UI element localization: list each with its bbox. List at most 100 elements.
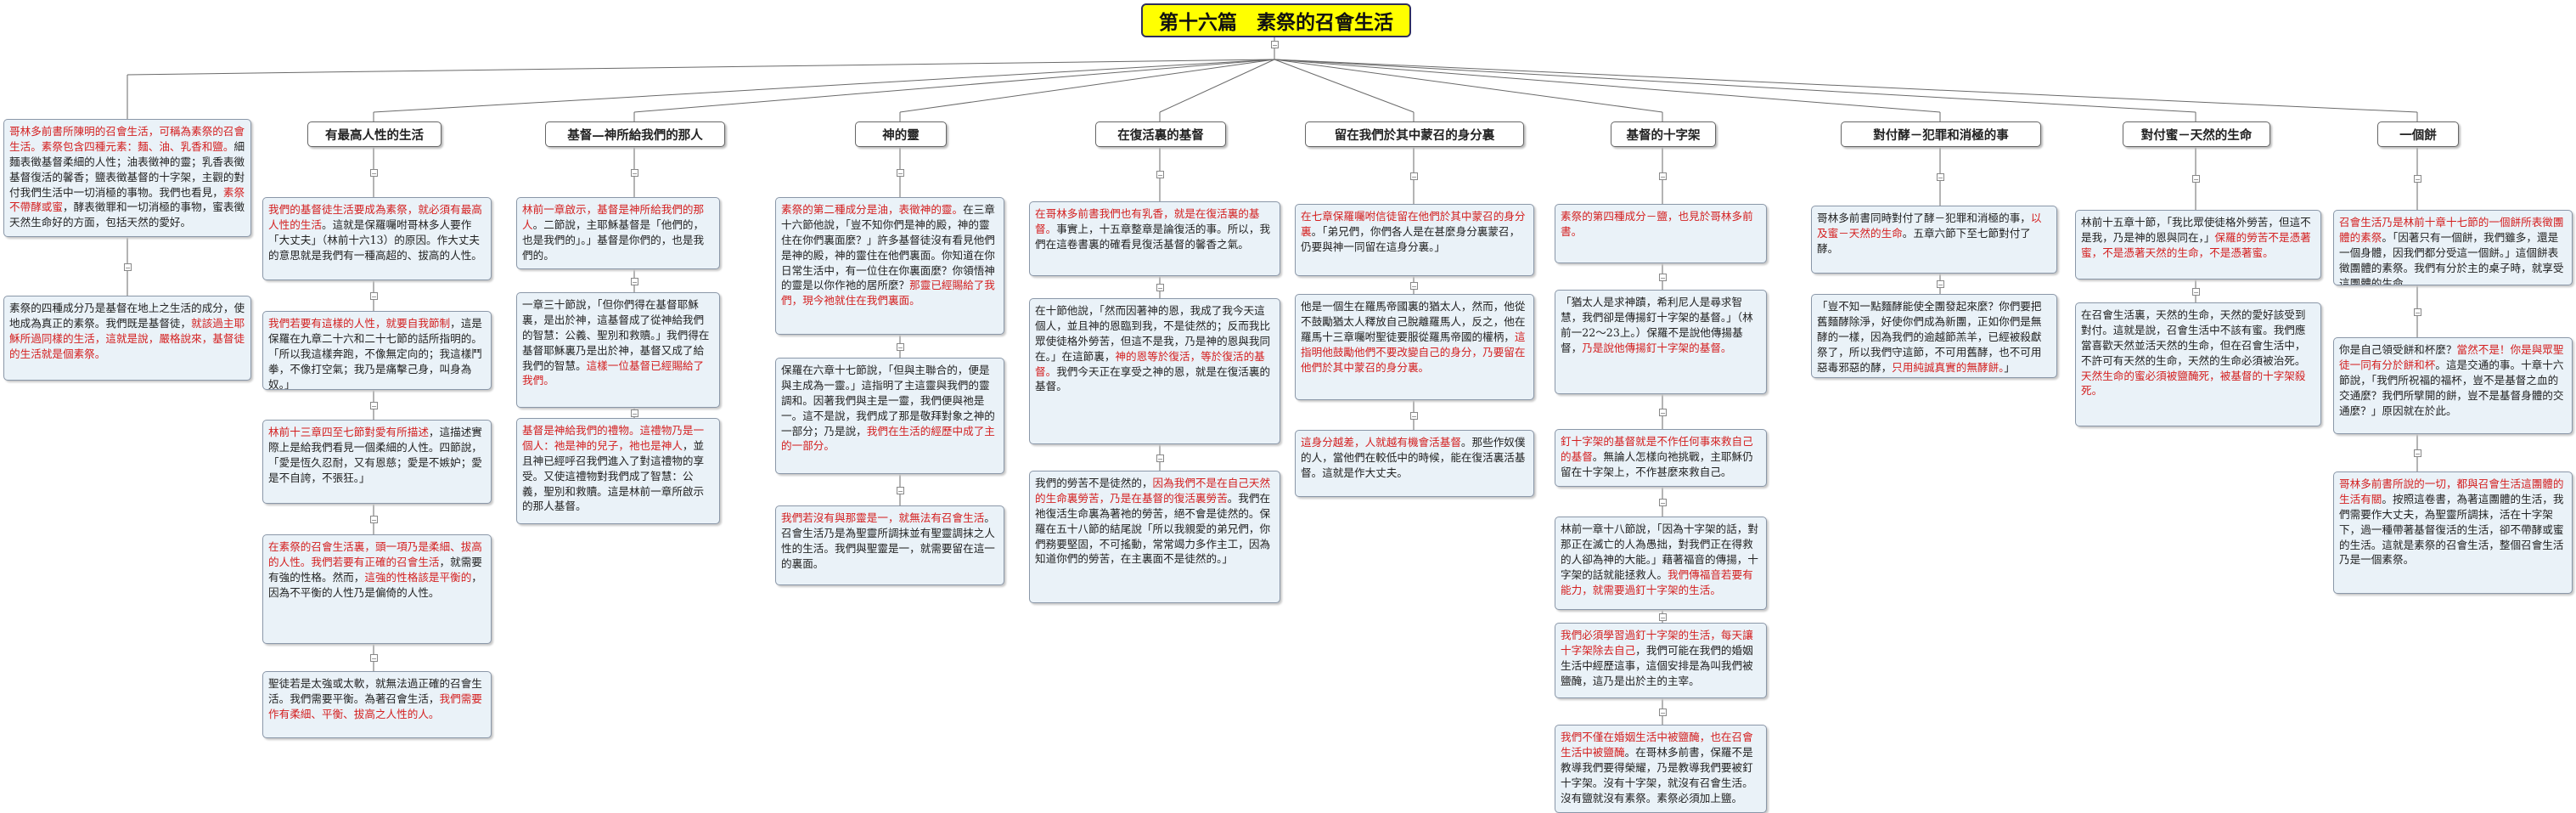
note-box[interactable]: 在素祭的召會生活裏，頭一項乃是柔細、拔高的人性。我們若要有正確的召會生活，就需要… [262, 534, 492, 644]
collapse-toggle-icon[interactable]: − [631, 168, 638, 178]
body-text: 在三章十六節他說，「豈不知你們是神的殿，神的靈住在你們裏面麼？」許多基督徒沒有看… [781, 203, 995, 292]
collapse-toggle-icon[interactable]: − [1410, 172, 1418, 181]
collapse-toggle-icon[interactable]: − [1659, 273, 1667, 282]
highlight-text: 哥林多前書所陳明的召會生活，可稱為素祭的召會生活。素祭包含四種元素：麵、油、乳香… [9, 125, 245, 153]
collapse-toggle-icon[interactable]: − [631, 409, 638, 418]
collapse-toggle-icon[interactable]: − [1156, 171, 1164, 179]
branch-heading-b4[interactable]: 在復活裏的基督 [1095, 121, 1226, 147]
highlight-text: 這強的性格該是平衡的 [364, 570, 472, 584]
branch-heading-b9[interactable]: 一個餅 [2377, 121, 2459, 147]
collapse-toggle-icon[interactable]: − [1410, 281, 1418, 291]
collapse-toggle-icon[interactable]: − [370, 168, 378, 178]
body-text: 。二節說，主耶穌基督是「他們的，也是我們的」。」基督是你們的，也是我們的。 [522, 217, 705, 262]
note-box[interactable]: 基督是神給我們的禮物。這禮物乃是一個人：祂是神的兒子，祂也是神人，並且神已經呼召… [516, 418, 720, 524]
note-box[interactable]: 聖徒若是太強或太軟，就無法過正確的召會生活。我們需要平衡。為著召會生活，我們需要… [262, 671, 492, 738]
note-box[interactable]: 林前一章啟示，基督是神所給我們的那人。二節說，主耶穌基督是「他們的，也是我們的」… [516, 197, 720, 269]
connector-line [373, 59, 1275, 113]
highlight-text: 那靈已經賜給了我們，現今祂就住在我們裏面。 [781, 279, 995, 308]
highlight-text: 我們傳福音若要有能力，就需要過釘十字架的生活。 [1561, 567, 1753, 596]
collapse-toggle-icon[interactable]: − [2414, 308, 2421, 317]
collapse-toggle-icon[interactable]: − [1937, 280, 1944, 289]
collapse-toggle-icon[interactable]: − [1659, 613, 1667, 622]
note-box[interactable]: 我們若沒有與那靈是一，就無法有召會生活。召會生活乃是為聖靈所調抹並有聖靈調抹之人… [775, 505, 1004, 585]
collapse-toggle-icon[interactable]: − [631, 277, 638, 286]
note-box[interactable]: 保羅在六章十七節說，「但與主聯合的，便是與主成為一靈。」這指明了主這靈與我們的靈… [775, 358, 1004, 474]
highlight-text: 在哥林多前書我們也有乳香，就是在復活裏的基督。 [1035, 207, 1260, 235]
highlight-text: 以及蜜－天然的生命 [1817, 212, 2042, 240]
highlight-text: 在素祭的召會生活裏，頭一項乃是柔細、拔高的人性。我們若要有正確的召會生活 [268, 540, 482, 568]
highlight-text: 當然不是！你是與眾聖徒一同有分於餅和杯 [2339, 343, 2564, 371]
note-box[interactable]: 素祭的第二種成分是油，表徵神的靈。在三章十六節他說，「豈不知你們是神的殿，神的靈… [775, 197, 1004, 335]
note-box[interactable]: 哥林多前書所說的一切，都與召會生活這團體的生活有關。按照這卷書，為著這團體的生活… [2333, 471, 2573, 594]
highlight-text: 我們若要有這樣的人性，就要自我節制 [268, 317, 451, 330]
collapse-toggle-icon[interactable]: − [370, 516, 378, 524]
collapse-toggle-icon[interactable]: − [897, 342, 904, 352]
highlight-text: 這身分越差，人就越有機會活基督 [1301, 436, 1461, 449]
collapse-toggle-icon[interactable]: − [1156, 454, 1164, 463]
collapse-toggle-icon[interactable]: − [370, 401, 378, 410]
note-box[interactable]: 林前一章十八節說，「因為十字架的話，對那正在滅亡的人為愚拙，對我們正在得救的人卻… [1555, 517, 1767, 610]
connector-line [899, 59, 1275, 113]
note-box[interactable]: 哥林多前書同時對付了酵－犯罪和消極的事，以及蜜－天然的生命。五章六節下至七節對付… [1811, 206, 2057, 274]
note-box[interactable]: 在哥林多前書我們也有乳香，就是在復活裏的基督。事實上，十五章整章是論復活的事。所… [1029, 201, 1280, 276]
highlight-text: 哥林多前書所說的一切，都與召會生活這團體的生活有關 [2339, 477, 2564, 505]
note-box[interactable]: 在十節他說，「然而因著神的恩，我成了我今天這個人，並且神的恩臨到我，不是徒然的；… [1029, 298, 1280, 444]
collapse-toggle-icon[interactable]: − [1659, 708, 1667, 717]
body-text: 林前十五章十節，「我比眾使徒格外勞苦，但這不是我，乃是神的恩與同在，」 [2081, 216, 2311, 244]
note-box[interactable]: 我們必須學習過釘十字架的生活，每天讓十字架除去自己，我們可能在我們的婚姻生活中經… [1555, 623, 1767, 698]
collapse-toggle-icon[interactable]: − [2192, 287, 2200, 296]
note-box[interactable]: 釘十字架的基督就是不作任何事來救自己的基督。無論人怎樣向祂挑戰，主耶穌仍留在十字… [1555, 429, 1767, 487]
collapse-toggle-icon[interactable]: − [370, 654, 378, 663]
note-box[interactable]: 召會生活乃是林前十章十七節的一個餅所表徵團體的素祭。「因著只有一個餅，我們雖多，… [2333, 210, 2573, 285]
collapse-toggle-icon[interactable]: − [370, 292, 378, 301]
collapse-toggle-icon[interactable]: − [1410, 411, 1418, 421]
note-box[interactable]: 他是一個生在羅馬帝國裏的猶太人，然而，他從不鼓勵猶太人釋放自己脫離羅馬人，反之，… [1295, 294, 1534, 400]
branch-heading-b3[interactable]: 神的靈 [855, 121, 947, 147]
highlight-text: 保羅的勞苦不是憑著蜜，不是憑著天然的生命，不是憑著蜜。 [2081, 230, 2311, 259]
collapse-toggle-icon[interactable]: − [2414, 175, 2421, 183]
highlight-text: 這樣一位基督已經賜給了我們。 [522, 359, 705, 387]
highlight-text: 在七章保羅囑咐信徒留在他們於其中蒙召的身分裏 [1301, 210, 1526, 238]
note-box[interactable]: 在召會生活裏，天然的生命，天然的愛好該受到對付。這就是說，召會生活中不該有蜜。我… [2075, 302, 2321, 426]
collapse-toggle-icon[interactable]: − [1659, 498, 1667, 507]
collapse-toggle-icon[interactable]: − [1156, 284, 1164, 292]
collapse-toggle-icon[interactable]: − [1271, 41, 1279, 49]
note-box[interactable]: 這身分越差，人就越有機會活基督。那些作奴僕的人，當他們在較低中的時候，能在復活裏… [1295, 430, 1534, 497]
connector-line [1274, 59, 1663, 113]
note-box[interactable]: 我們若要有這樣的人性，就要自我節制，這是保羅在九章二十六和二十七節的話所指明的。… [262, 311, 492, 390]
body-text: ，酵表徵罪和一切消極的事物，蜜表徵天然生命好的方面，包括天然的愛好。 [9, 200, 245, 229]
body-text: 。我們在祂復活生命裏為著祂的勞苦，絕不會是徒然的。保羅在五十八節的結尾說「所以我… [1035, 491, 1271, 566]
note-box[interactable]: 林前十三章四至七節對愛有所描述，這描述實際上是給我們看見一個柔細的人性。四節說，… [262, 420, 492, 504]
branch-heading-b2[interactable]: 基督—神所給我們的那人 [545, 121, 725, 147]
branch-heading-b1[interactable]: 有最高人性的生活 [307, 121, 442, 147]
note-box[interactable]: 「豈不知一點麵酵能使全團發起來麼？你們要把舊麵酵除淨，好使你們成為新團，正如你們… [1811, 294, 2057, 378]
note-box[interactable]: 我們不僅在婚姻生活中被鹽醃，也在召會生活中被鹽醃。在哥林多前書，保羅不是教導我們… [1555, 725, 1767, 813]
note-box[interactable]: 一章三十節說，「但你們得在基督耶穌裏，是出於神，這基督成了從神給我們的智慧：公義… [516, 292, 720, 408]
body-text: 在召會生活裏，天然的生命，天然的愛好該受到對付。這就是說，召會生活中不該有蜜。我… [2081, 308, 2306, 367]
note-box[interactable]: 我們的基督徒生活要成為素祭，就必須有最高人性的生活。這就是保羅囑咐哥林多人要作「… [262, 197, 492, 280]
collapse-toggle-icon[interactable]: − [897, 486, 904, 495]
body-text: 細麵表徵基督柔細的人性；油表徵神的靈；乳香表徵基督復活的馨香；鹽表徵基督的十字架… [9, 139, 245, 199]
collapse-toggle-icon[interactable]: − [1937, 172, 1944, 182]
collapse-toggle-icon[interactable]: − [124, 263, 132, 272]
connector-line [1274, 59, 1941, 113]
body-text: 。這就是保羅囑咐哥林多人要作「大丈夫」（林前十六13）的原因。作大丈夫的意思就是… [268, 217, 482, 262]
collapse-toggle-icon[interactable]: − [2192, 175, 2200, 183]
note-box[interactable]: 哥林多前書所陳明的召會生活，可稱為素祭的召會生活。素祭包含四種元素：麵、油、乳香… [3, 119, 251, 237]
note-box[interactable]: 「猶太人是求神蹟，希利尼人是尋求智慧，我們卻是傳揚釘十字架的基督。」（林前一22… [1555, 290, 1767, 394]
note-box[interactable]: 你是自己領受餅和杯麼？當然不是！你是與眾聖徒一同有分於餅和杯。這是交通的事。十章… [2333, 337, 2573, 434]
note-box[interactable]: 林前十五章十節，「我比眾使徒格外勞苦，但這不是我，乃是神的恩與同在，」保羅的勞苦… [2075, 210, 2321, 279]
branch-heading-b8[interactable]: 對付蜜－天然的生命 [2123, 121, 2270, 147]
highlight-text: 就該過主耶穌所過同樣的生活，這就是說，嚴格說來，基督徒的生活就是個素祭。 [9, 316, 245, 360]
note-box[interactable]: 我們的勞苦不是徒然的，因為我們不是在自己天然的生命裏勞苦，乃是在基督的復活裏勞苦… [1029, 471, 1280, 603]
note-box[interactable]: 在七章保羅囑咐信徒留在他們於其中蒙召的身分裏。「弟兄們，你們各人是在甚麼身分裏蒙… [1295, 204, 1534, 276]
collapse-toggle-icon[interactable]: − [1659, 172, 1667, 181]
branch-heading-b7[interactable]: 對付酵－犯罪和消極的事 [1841, 121, 2041, 147]
collapse-toggle-icon[interactable]: − [1659, 408, 1667, 417]
branch-heading-b5[interactable]: 留在我們於其中蒙召的身分裏 [1305, 121, 1524, 147]
note-box[interactable]: 素祭的第四種成分－鹽，也見於哥林多前書。 [1555, 204, 1767, 263]
branch-heading-b6[interactable]: 基督的十字架 [1611, 121, 1716, 147]
collapse-toggle-icon[interactable]: − [2414, 449, 2421, 458]
collapse-toggle-icon[interactable]: − [897, 168, 904, 178]
note-box[interactable]: 素祭的四種成分乃是基督在地上之生活的成分，使地成為真正的素祭。我們既是基督徒，就… [3, 296, 251, 381]
